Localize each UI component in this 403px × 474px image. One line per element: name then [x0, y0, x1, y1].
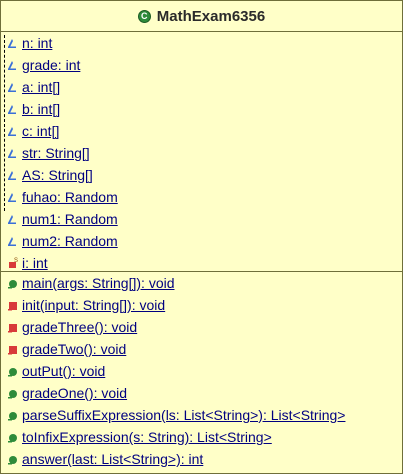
public-method-icon: [7, 409, 19, 421]
field-row[interactable]: fuhao: Random: [1, 186, 402, 208]
method-row[interactable]: toInfixExpression(s: String): List<Strin…: [1, 426, 402, 448]
field-label: a: int[]: [22, 79, 61, 95]
private-static-field-icon: S: [7, 257, 19, 269]
public-method-icon: [7, 453, 19, 465]
field-row[interactable]: c: int[]: [1, 120, 402, 142]
package-field-icon: [7, 213, 19, 225]
method-label: toInfixExpression(s: String): List<Strin…: [22, 429, 272, 445]
field-label: b: int[]: [22, 101, 61, 117]
package-field-icon: [7, 81, 19, 93]
field-row[interactable]: n: int: [1, 32, 402, 54]
method-row[interactable]: answer(last: List<String>): int: [1, 448, 402, 470]
field-row[interactable]: str: String[]: [1, 142, 402, 164]
method-label: gradeThree(): void: [22, 319, 138, 335]
field-label: num2: Random: [22, 233, 118, 249]
class-header[interactable]: C MathExam6356: [1, 1, 402, 32]
method-label: parseSuffixExpression(ls: List<String>):…: [22, 407, 346, 423]
package-field-icon: [7, 103, 19, 115]
package-field-icon: [7, 191, 19, 203]
field-label: i: int: [22, 255, 48, 271]
package-field-icon: [7, 59, 19, 71]
field-label: grade: int: [22, 57, 81, 73]
field-label: str: String[]: [22, 145, 90, 161]
field-row[interactable]: AS: String[]: [1, 164, 402, 186]
method-row[interactable]: init(input: String[]): void: [1, 294, 402, 316]
field-row[interactable]: b: int[]: [1, 98, 402, 120]
public-method-icon: [7, 277, 19, 289]
class-name: MathExam6356: [156, 7, 266, 25]
method-label: answer(last: List<String>): int: [22, 451, 204, 467]
field-label: fuhao: Random: [22, 189, 118, 205]
package-field-icon: [7, 37, 19, 49]
field-row[interactable]: grade: int: [1, 54, 402, 76]
method-row[interactable]: gradeTwo(): void: [1, 338, 402, 360]
selection-marker: [4, 35, 6, 211]
method-row[interactable]: main(args: String[]): void: [1, 272, 402, 294]
public-method-icon: [7, 431, 19, 443]
public-method-icon: [7, 365, 19, 377]
method-label: main(args: String[]): void: [22, 275, 175, 291]
method-label: init(input: String[]): void: [22, 297, 166, 313]
method-row[interactable]: gradeThree(): void: [1, 316, 402, 338]
svg-text:S: S: [14, 258, 18, 264]
field-label: n: int: [22, 35, 53, 51]
public-method-icon: [7, 387, 19, 399]
field-row[interactable]: num2: Random: [1, 230, 402, 252]
method-label: gradeTwo(): void: [22, 341, 127, 357]
private-method-icon: [7, 321, 19, 333]
package-field-icon: [7, 235, 19, 247]
method-label: outPut(): void: [22, 363, 106, 379]
package-field-icon: [7, 169, 19, 181]
field-label: c: int[]: [22, 123, 60, 139]
package-field-icon: [7, 147, 19, 159]
field-row[interactable]: a: int[]: [1, 76, 402, 98]
method-label: gradeOne(): void: [22, 385, 128, 401]
method-row[interactable]: parseSuffixExpression(ls: List<String>):…: [1, 404, 402, 426]
private-method-icon: [7, 299, 19, 311]
methods-compartment: main(args: String[]): void init(input: St…: [1, 271, 402, 470]
fields-compartment: n: int grade: int a: int[] b: int[] c: int[]…: [1, 32, 402, 271]
field-label: num1: Random: [22, 211, 118, 227]
field-label: AS: String[]: [22, 167, 93, 183]
field-row[interactable]: num1: Random: [1, 208, 402, 230]
class-icon: C: [137, 9, 151, 23]
private-method-icon: [7, 343, 19, 355]
package-field-icon: [7, 125, 19, 137]
method-row[interactable]: gradeOne(): void: [1, 382, 402, 404]
method-row[interactable]: outPut(): void: [1, 360, 402, 382]
